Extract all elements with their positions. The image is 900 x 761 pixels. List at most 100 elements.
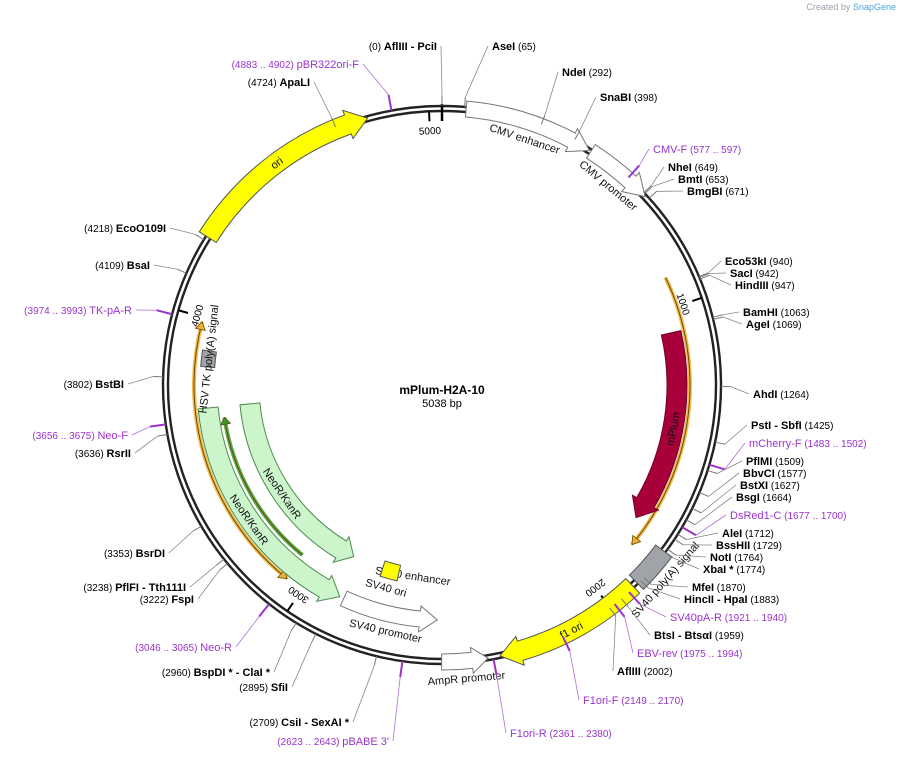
site-neo-f[interactable]: (3656 .. 3675) Neo-F: [32, 423, 166, 442]
site-ecoo109i[interactable]: (4218) EcoO109I: [84, 223, 205, 241]
feature-shape-sv40-promoter[interactable]: [339, 590, 439, 633]
site-label-11: (4109) BsaI: [95, 260, 150, 272]
site-label-36: (3222) FspI: [140, 594, 194, 606]
site-label-13: SacI (942): [730, 268, 779, 280]
site-saci[interactable]: SacI (942): [699, 268, 779, 280]
site-ahdi[interactable]: AhdI (1264): [720, 386, 809, 401]
site-fspi[interactable]: (3222) FspI: [140, 563, 228, 606]
site-label-35: (3238) PflFI - Tth111I: [83, 582, 186, 594]
feature-shape-hsv-tk-poly-a-signal[interactable]: [200, 349, 217, 369]
site-dsred1-c[interactable]: DsRed1-C (1677 .. 1700): [681, 510, 846, 537]
feature-shape-ori[interactable]: [198, 109, 369, 244]
site-name: AhdI: [753, 389, 777, 401]
snapgene-brand[interactable]: SnapGene: [852, 2, 896, 12]
feature-shape-cmv-enhancer[interactable]: [464, 100, 591, 153]
site-label-27: BsgI (1664): [736, 492, 792, 504]
site-position: (3222): [140, 595, 172, 606]
site-pflmi[interactable]: PflMI (1509): [707, 456, 804, 474]
site-bmgbi[interactable]: BmgBI (671): [648, 186, 749, 199]
site-alei[interactable]: AleI (1712): [677, 528, 774, 540]
site-bstbi[interactable]: (3802) BstBI: [64, 376, 164, 391]
site-position: (1264): [777, 390, 809, 401]
site-psti-sbfi[interactable]: PstI - SbfI (1425): [714, 420, 833, 445]
site-tick-45: [561, 636, 571, 652]
site-bsshii[interactable]: BssHII (1729): [674, 538, 782, 552]
site-bsai[interactable]: (4109) BsaI: [95, 260, 187, 274]
site-leader-13: [708, 272, 727, 274]
feature-shape-cmv-promoter[interactable]: [585, 143, 646, 198]
feature-shape-sv40-poly-a-signal[interactable]: [628, 544, 673, 591]
site-position: (2709): [249, 718, 281, 729]
site-afliii-pcii[interactable]: (0) AflIII - PciI: [369, 41, 443, 106]
site-mfei[interactable]: MfeI (1870): [643, 577, 746, 594]
site-f1ori-f[interactable]: F1ori-F (2149 .. 2170): [561, 636, 684, 707]
feature-cmv-enhancer[interactable]: CMV enhancer: [464, 100, 591, 157]
feature-shape-f1-ori[interactable]: [499, 577, 641, 666]
site-cmv-f[interactable]: CMV-F (577 .. 597): [627, 144, 741, 179]
feature-shape-ampr-promoter[interactable]: [441, 646, 489, 675]
site-ebv-rev[interactable]: EBV-rev (1975 .. 1994): [613, 603, 743, 660]
site-name: SacI: [730, 268, 753, 280]
site-label-45: F1ori-F (2149 .. 2170): [583, 695, 684, 707]
site-f1ori-r[interactable]: F1ori-R (2361 .. 2380): [492, 659, 612, 740]
site-bsgi[interactable]: BsgI (1664): [686, 492, 792, 526]
feature-shape-neor-kanr[interactable]: [197, 406, 341, 603]
site-noti[interactable]: NotI (1764): [667, 548, 764, 564]
site-leader-7: [650, 166, 665, 186]
site-pbabe-3[interactable]: (2623 .. 2643) pBABE 3': [277, 661, 404, 748]
site-hindiii[interactable]: HindIII (947): [699, 274, 795, 292]
site-csii-sexai[interactable]: (2709) CsiI - SexAI *: [249, 656, 377, 729]
feature-shape-sv40-ori[interactable]: [379, 560, 402, 582]
primer-arc-core-1: [196, 421, 288, 580]
site-agei[interactable]: AgeI (1069): [713, 316, 802, 331]
site-btsi-bts-i[interactable]: BtsI - BtsαI (1959): [621, 598, 744, 642]
site-bamhi[interactable]: BamHI (1063): [712, 307, 810, 319]
feature-shape-neor-kanr[interactable]: [239, 402, 355, 564]
site-label-10: (4218) EcoO109I: [84, 223, 166, 235]
site-bbvci[interactable]: BbvCI (1577): [699, 468, 806, 497]
feature-mplum[interactable]: mPlum: [631, 330, 688, 519]
site-position: (4883 .. 4902): [232, 60, 297, 71]
site-neo-r[interactable]: (3046 .. 3065) Neo-R: [135, 603, 270, 654]
site-position: (2002): [641, 667, 673, 678]
site-xbai[interactable]: XbaI * (1774): [665, 551, 766, 576]
feature-cmv-promoter[interactable]: CMV promoter: [577, 143, 646, 214]
site-position: (2623 .. 2643): [277, 737, 342, 748]
site-sfii[interactable]: (2895) SfiI: [239, 633, 317, 694]
feature-ori[interactable]: ori: [198, 109, 369, 244]
site-bstxi[interactable]: BstXI (1627): [691, 480, 800, 514]
site-afliii[interactable]: AflIII (2002): [609, 607, 673, 678]
site-bspdi-clai[interactable]: (2960) BspDI * - ClaI *: [162, 622, 297, 679]
site-rsrii[interactable]: (3636) RsrII: [75, 433, 168, 460]
site-tick-41: [613, 603, 626, 618]
site-name: SV40pA-R: [670, 612, 722, 624]
site-bsrdi[interactable]: (3353) BsrDI: [104, 525, 202, 560]
site-pflfi-tth111i[interactable]: (3238) PflFI - Tth111I: [83, 558, 225, 594]
site-asei[interactable]: AseI (65): [464, 41, 536, 107]
feature-shape-mplum[interactable]: [631, 330, 688, 519]
site-sv40pa-r[interactable]: SV40pA-R (1921 .. 1940): [628, 591, 787, 624]
site-position: (940): [767, 257, 793, 268]
site-name: BbvCI: [743, 468, 775, 480]
site-bmti[interactable]: BmtI (653): [644, 174, 729, 194]
site-eco53ki[interactable]: Eco53kI (940): [698, 256, 793, 278]
site-nhei[interactable]: NheI (649): [643, 162, 718, 193]
feature-neor-kanr[interactable]: NeoR/KanR: [197, 406, 341, 603]
site-leader-46: [352, 665, 375, 723]
site-mcherry-f[interactable]: mCherry-F (1483 .. 1502): [709, 438, 867, 471]
site-hincii-hpai[interactable]: HincII - HpaI (1883): [640, 580, 779, 606]
site-tick-12: [698, 272, 709, 278]
site-tick-9: [648, 191, 657, 199]
site-ndei[interactable]: NdeI (292): [540, 67, 612, 125]
site-tick-1: [464, 96, 466, 107]
plasmid-size: 5038 bp: [422, 398, 462, 410]
site-apali[interactable]: (4724) ApaLI: [248, 77, 336, 128]
site-tick-24: [707, 469, 718, 474]
site-tk-pa-r[interactable]: (3974 .. 3993) TK-pA-R: [24, 305, 173, 317]
feature-sv40-promoter[interactable]: SV40 promoter: [339, 590, 439, 646]
site-leader-11: [153, 264, 178, 270]
site-snabi[interactable]: SnaBI (398): [574, 92, 657, 140]
site-pbr322ori-f[interactable]: (4883 .. 4902) pBR322ori-F: [232, 59, 393, 111]
site-leader-17: [722, 316, 743, 325]
feature-f1-ori[interactable]: f1 ori: [499, 577, 641, 666]
